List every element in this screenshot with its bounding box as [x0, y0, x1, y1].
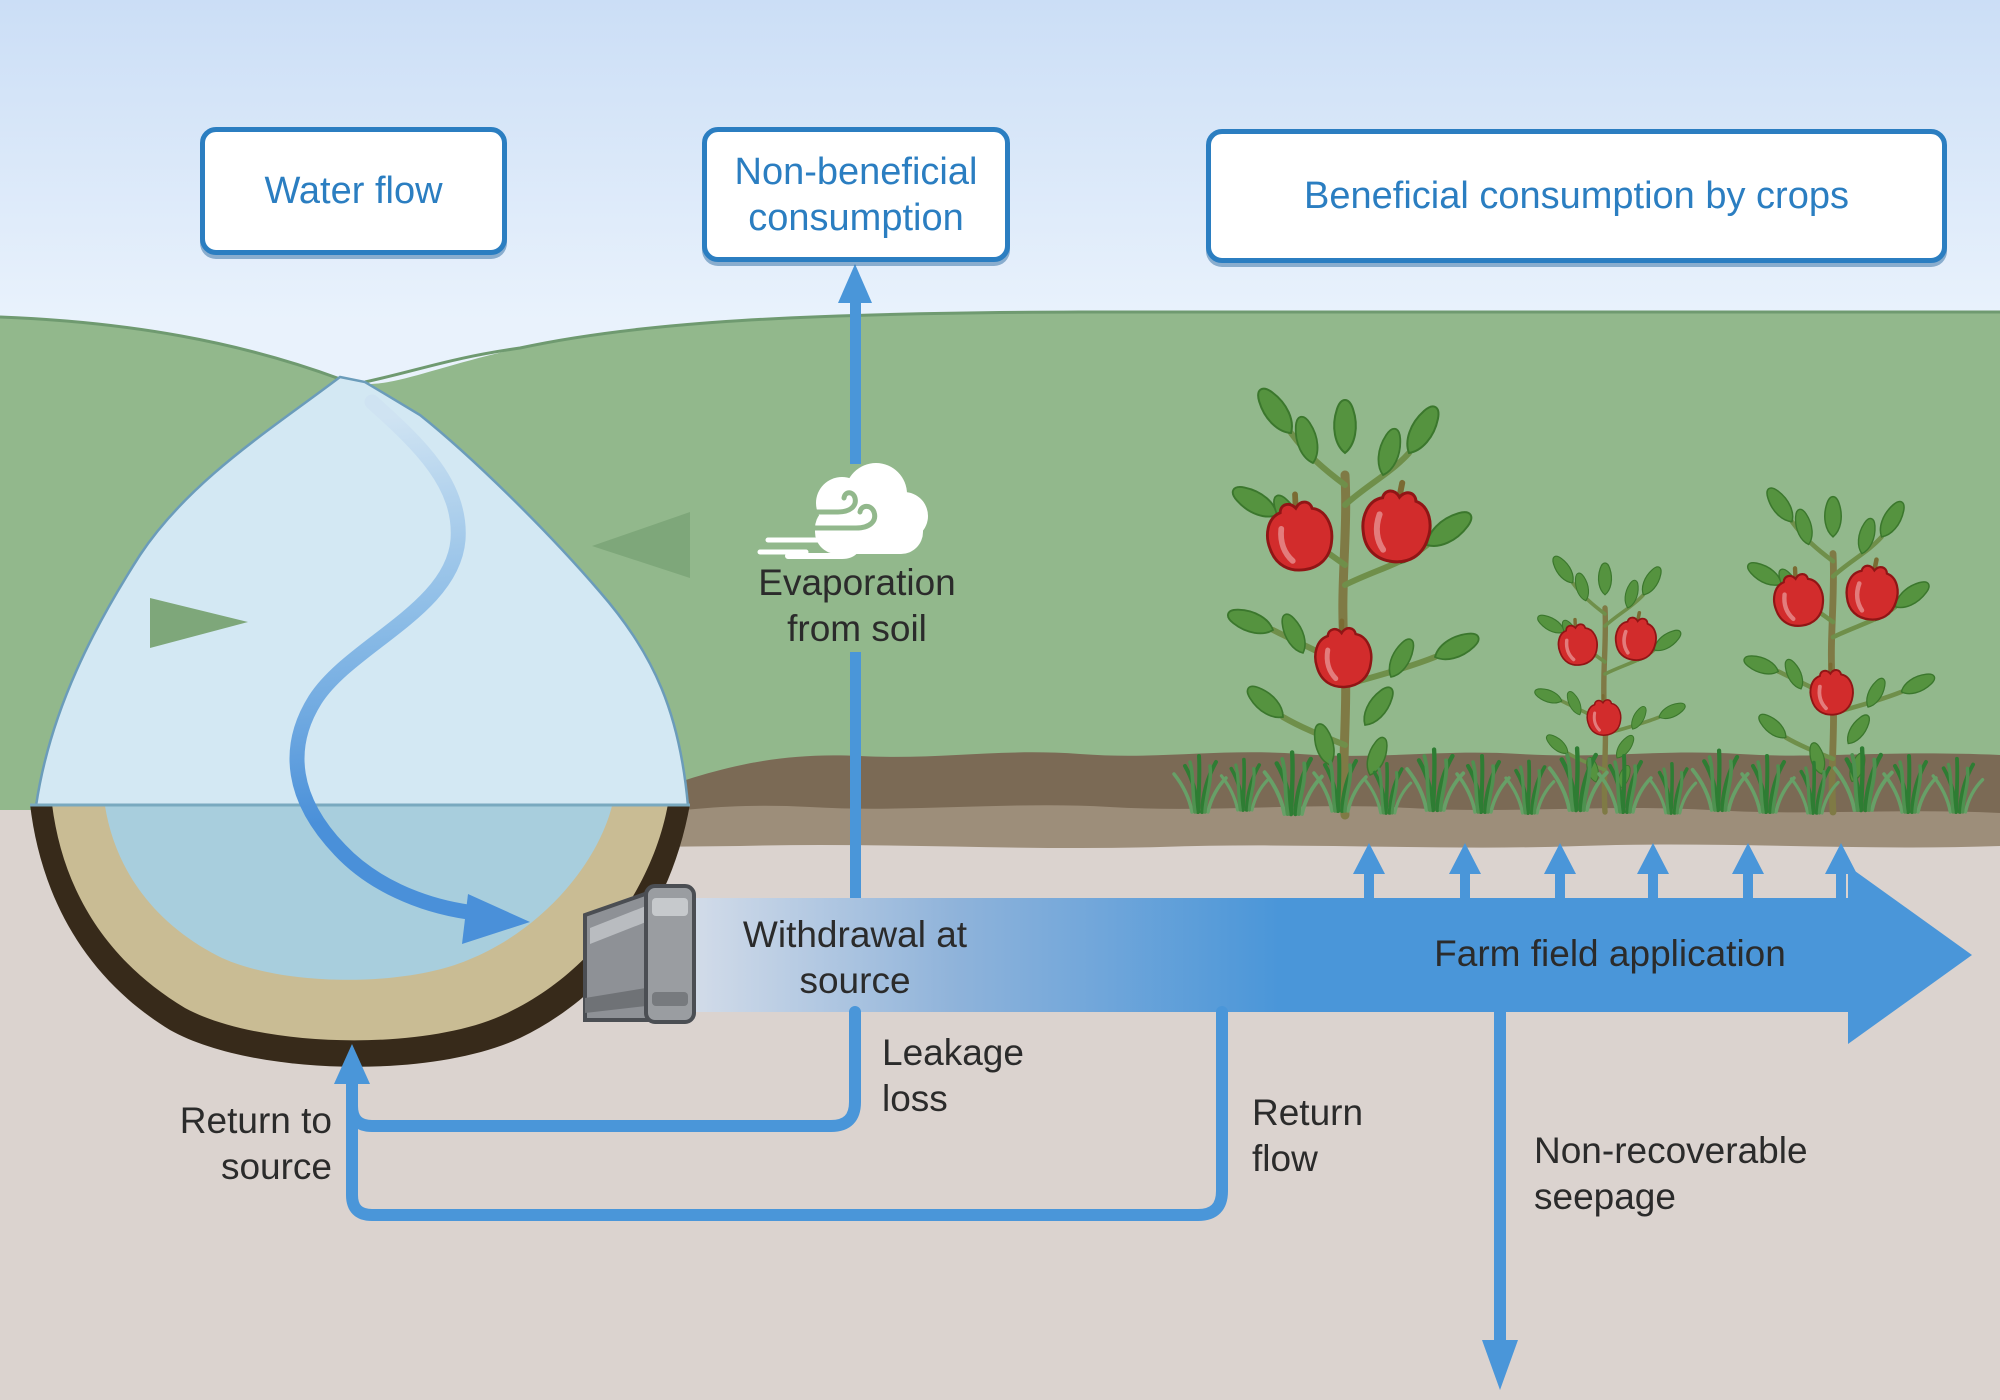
- wind-cloud-icon: [757, 463, 928, 559]
- irrigation-up-arrows: [1353, 843, 1857, 902]
- return-flow-label: Return flow: [1252, 1092, 1364, 1179]
- legend-label-water-flow: Water flow: [264, 170, 443, 212]
- soil-layers: [640, 752, 2000, 849]
- seepage-label: Non-recoverable seepage: [1534, 1130, 1808, 1217]
- farm-field-label: Farm field application: [1434, 933, 1786, 974]
- pipe-flange: [644, 884, 696, 1024]
- seepage-arrow: [1482, 1012, 1518, 1390]
- legend-box-non-beneficial: Non-beneficial consumption: [702, 127, 1010, 262]
- river-bank-shadow: [592, 512, 690, 578]
- withdrawal-label: Withdrawal at source: [742, 914, 968, 1001]
- legend-label-beneficial: Beneficial consumption by crops: [1304, 175, 1849, 217]
- return-to-source-label: Return to source: [179, 1100, 332, 1187]
- leakage-label: Leakage loss: [882, 1032, 1024, 1119]
- evaporation-arrow: [838, 264, 872, 898]
- legend-label-non-beneficial: Non-beneficial consumption: [734, 150, 978, 239]
- legend-box-water-flow: Water flow: [200, 127, 507, 255]
- return-to-source-arrow: [334, 1044, 370, 1084]
- river-flow-arrow: [289, 394, 530, 944]
- legend-box-beneficial: Beneficial consumption by crops: [1206, 129, 1947, 263]
- return-flow-line: [346, 1006, 1228, 1221]
- river-bank-shadow: [150, 598, 248, 648]
- withdrawal-flow-arrow: [688, 866, 1972, 1044]
- intake-pipe: [583, 890, 650, 1022]
- evaporation-label: Evaporation from soil: [758, 562, 956, 649]
